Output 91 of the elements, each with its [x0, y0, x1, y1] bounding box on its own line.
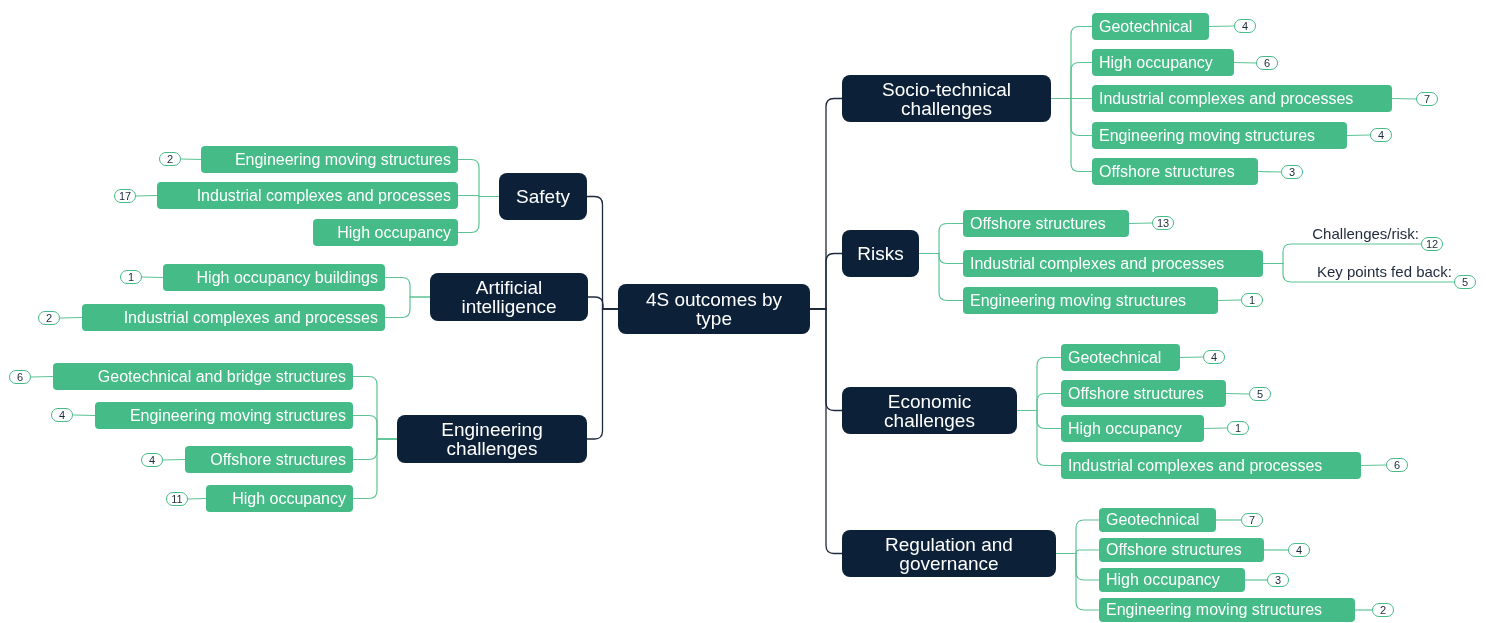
edge-label: Key points fed back:: [1316, 263, 1452, 280]
count-pill: 3: [1281, 165, 1303, 179]
count-pill: 6: [9, 370, 31, 384]
subtopic-box: Industrial complexes and processes: [963, 250, 1263, 277]
subtopic-box: Industrial complexes and processes: [82, 304, 385, 331]
subtopic-box: Industrial complexes and processes: [157, 182, 458, 209]
count-pill: 6: [1386, 458, 1408, 472]
connector-line: [1360, 464, 1387, 467]
count-pill: 12: [1421, 237, 1443, 251]
subtopic-box: High occupancy: [206, 485, 353, 512]
subtopic-box: Geotechnical: [1061, 344, 1180, 371]
connector-line: [72, 414, 96, 417]
count-pill: 4: [1234, 19, 1256, 33]
topic-box: Engineering challenges: [397, 415, 587, 463]
connector-line: [162, 458, 186, 461]
connector-line: [352, 438, 398, 500]
subtopic-box: High occupancy: [313, 219, 458, 246]
count-pill: 5: [1249, 387, 1271, 401]
connector-line: [187, 497, 207, 500]
count-pill: 2: [38, 311, 60, 325]
count-pill: 5: [1454, 275, 1476, 289]
subtopic-box: Engineering moving structures: [1092, 122, 1347, 149]
count-pill: 6: [1256, 56, 1278, 70]
connector-line: [1217, 299, 1242, 302]
topic-box: Regulation and governance: [842, 530, 1056, 577]
connector-line: [1233, 61, 1257, 64]
subtopic-box: Offshore structures: [1061, 380, 1226, 407]
central-topic-box: 4S outcomes by type: [618, 284, 810, 334]
connector-line: [809, 308, 843, 555]
connector-line: [1257, 170, 1282, 173]
count-pill: 13: [1152, 216, 1174, 230]
subtopic-box: High occupancy: [1092, 49, 1234, 76]
count-pill: 1: [120, 270, 142, 284]
connector-line: [1346, 134, 1371, 137]
count-pill: 2: [1372, 603, 1394, 617]
connector-line: [1354, 609, 1373, 611]
count-pill: 11: [166, 492, 188, 506]
edge-label: Challenges/risk:: [1312, 225, 1419, 242]
subtopic-box: Offshore structures: [1092, 158, 1258, 185]
count-pill: 7: [1416, 92, 1438, 106]
subtopic-box: Engineering moving structures: [201, 146, 458, 173]
connector-line: [1208, 25, 1235, 28]
count-pill: 4: [51, 408, 73, 422]
subtopic-box: High occupancy buildings: [163, 264, 385, 291]
count-pill: 4: [141, 453, 163, 467]
connector-line: [1016, 409, 1062, 467]
subtopic-box: Engineering moving structures: [1099, 598, 1355, 622]
subtopic-box: Engineering moving structures: [963, 287, 1218, 314]
count-pill: 1: [1241, 293, 1263, 307]
count-pill: 2: [159, 152, 181, 166]
subtopic-box: Industrial complexes and processes: [1061, 452, 1361, 479]
connector-line: [1128, 222, 1153, 225]
subtopic-box: Geotechnical: [1092, 13, 1209, 40]
subtopic-box: Industrial complexes and processes: [1092, 85, 1392, 112]
subtopic-box: Offshore structures: [185, 446, 353, 473]
connector-line: [1179, 356, 1204, 359]
count-pill: 4: [1370, 128, 1392, 142]
connector-line: [1263, 549, 1289, 551]
connector-line: [1215, 519, 1242, 521]
count-pill: 4: [1288, 543, 1310, 557]
count-pill: 4: [1203, 350, 1225, 364]
connector-line: [918, 252, 964, 302]
connector-line: [141, 276, 164, 279]
connector-line: [457, 195, 500, 234]
topic-box: Risks: [842, 230, 919, 277]
topic-box: Socio-technical challenges: [842, 75, 1051, 122]
subtopic-box: Offshore structures: [963, 210, 1129, 237]
count-pill: 3: [1267, 573, 1289, 587]
connector-line: [1203, 427, 1228, 430]
topic-box: Artificial intelligence: [430, 273, 588, 321]
subtopic-box: Engineering moving structures: [95, 402, 353, 429]
count-pill: 17: [114, 189, 136, 203]
connector-line: [59, 316, 83, 319]
subtopic-box: High occupancy: [1061, 415, 1204, 442]
count-pill: 1: [1227, 421, 1249, 435]
connector-line: [1225, 392, 1250, 395]
connector-line: [1050, 97, 1093, 173]
subtopic-box: Offshore structures: [1099, 538, 1264, 562]
topic-box: Economic challenges: [842, 387, 1017, 434]
connector-line: [135, 194, 158, 197]
connector-line: [30, 375, 54, 378]
connector-line: [1055, 552, 1100, 611]
topic-box: Safety: [499, 173, 587, 220]
subtopic-box: High occupancy: [1099, 568, 1245, 592]
connector-line: [1244, 579, 1268, 581]
subtopic-box: Geotechnical and bridge structures: [53, 363, 353, 390]
connector-line: [180, 158, 202, 161]
connector-line: [1391, 97, 1417, 100]
connector-line: [384, 296, 431, 319]
subtopic-box: Geotechnical: [1099, 508, 1216, 532]
count-pill: 7: [1241, 513, 1263, 527]
